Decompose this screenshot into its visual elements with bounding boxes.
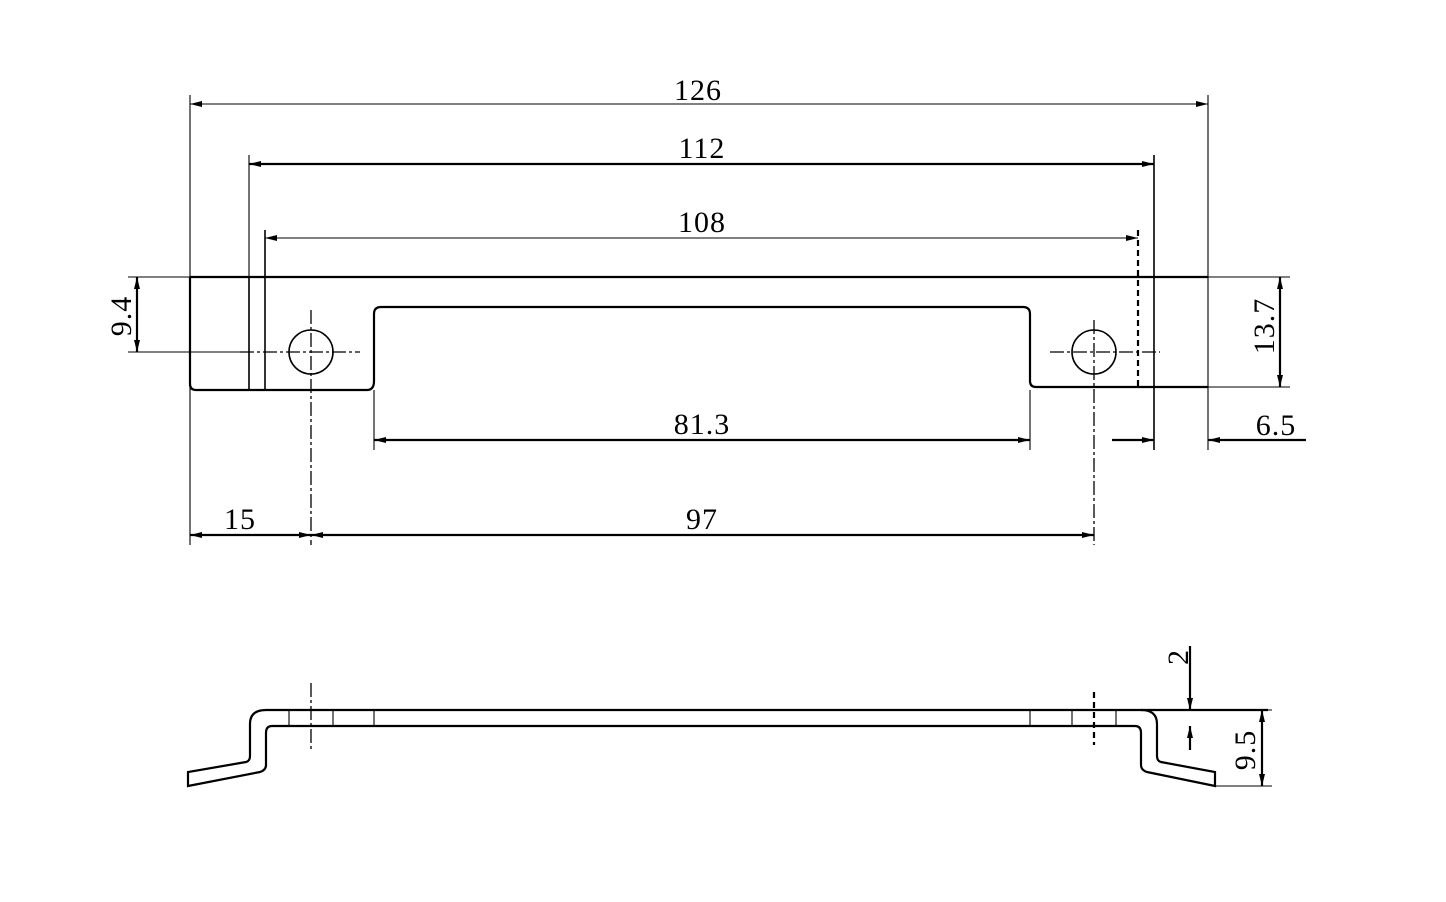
side-view: 2 9.5 [186,646,1272,788]
dim-slot-length: 81.3 [674,408,731,441]
dim-overall-length: 126 [674,74,722,107]
dim-plate-width: 13.7 [1248,298,1281,355]
dim-thickness: 2 [1162,649,1195,665]
plate-outline [188,275,1208,392]
dim-flange-offset: 6.5 [1256,409,1297,442]
side-leg-right [1134,708,1217,788]
side-leg-left [186,708,273,788]
top-view: 126 112 108 81.3 15 97 9.4 13.7 6.5 [105,74,1306,545]
dim-bend-height: 9.5 [1229,730,1262,771]
dim-bend-span: 108 [678,206,726,239]
dim-hole-height: 9.4 [105,296,138,337]
dim-hole-offset-left: 15 [224,503,256,536]
dim-hole-spacing: 97 [686,503,718,536]
dim-outer-flange-span: 112 [679,132,726,165]
